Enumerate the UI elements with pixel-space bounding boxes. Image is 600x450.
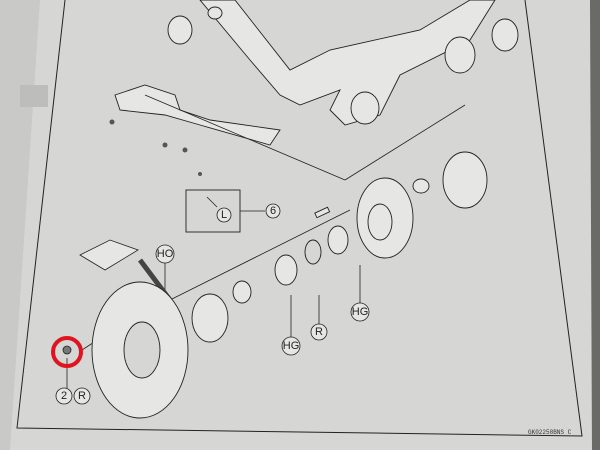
highlight-circle (51, 336, 83, 368)
section-tab (20, 85, 48, 107)
sprocket-nut (62, 345, 72, 355)
circlip (304, 239, 322, 265)
spacer (412, 178, 430, 194)
page-border (16, 0, 583, 437)
leader-lines (66, 94, 466, 390)
page-edge (590, 0, 600, 450)
bearing-2 (232, 280, 252, 304)
callout-R-nut: R (78, 390, 86, 402)
callout-2: 2 (61, 390, 67, 402)
callout-HO: HO (157, 248, 174, 260)
paper-shadow (0, 0, 40, 450)
callout-HG-seal: HG (283, 340, 300, 352)
locking-agent-inset-box (185, 189, 241, 233)
damper-rubbers (442, 151, 488, 209)
bolts (109, 119, 202, 176)
bearing (327, 225, 349, 255)
callout-HG-hub: HG (352, 306, 369, 318)
oil-seal (274, 254, 298, 286)
figure-code: GK02258BNS C (528, 429, 572, 436)
callout-L: L (221, 209, 227, 221)
callout-R-circlip: R (315, 326, 323, 338)
needle-bearing (191, 293, 229, 343)
callout-6: 6 (270, 205, 276, 217)
